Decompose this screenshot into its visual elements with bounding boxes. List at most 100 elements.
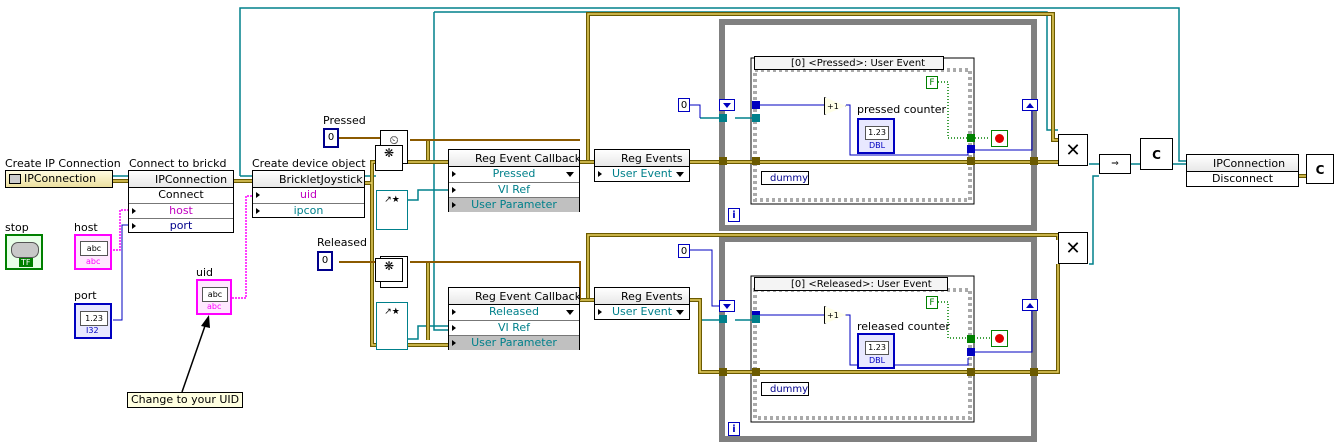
uid-string-icon: abc — [202, 287, 228, 302]
disconnect-class-label: IPConnection — [1187, 155, 1298, 172]
label-released: Released — [317, 236, 367, 249]
stop-control[interactable]: TF — [5, 234, 43, 270]
uid-annotation: Change to your UID — [127, 392, 244, 408]
false-constant-bottom[interactable]: F — [926, 296, 938, 309]
down-arrow-icon — [723, 103, 731, 108]
ipconnection-text: IPConnection — [6, 171, 112, 187]
reg-events-title: Reg Events — [595, 150, 689, 167]
connect-port-terminal: port — [129, 218, 233, 233]
shift-register-right-top[interactable] — [1022, 99, 1038, 111]
label-pressed: Pressed — [323, 114, 366, 127]
reg-event-callback-released[interactable]: Reg Event Callback Released VI Ref User … — [448, 287, 580, 350]
vi-reference-icon: ↗★ — [384, 195, 400, 205]
stop-button-icon — [11, 242, 39, 258]
reg-events-pressed[interactable]: Reg Events User Event — [594, 149, 690, 182]
reg-events-released[interactable]: Reg Events User Event — [594, 287, 690, 320]
event-case-selector-bottom[interactable]: [0] <Released>: User Event — [754, 277, 948, 291]
disconnect-node[interactable]: IPConnection Disconnect — [1186, 154, 1299, 187]
tf-type-badge: TF — [19, 258, 33, 267]
event-ref-wires — [339, 137, 581, 300]
unregister-events-top[interactable]: ✕ — [1058, 134, 1088, 166]
label-uid: uid — [196, 266, 214, 279]
event-structure-top-inner — [753, 68, 972, 202]
connect-node[interactable]: IPConnection Connect host port — [128, 170, 234, 233]
simple-error-handler-node[interactable]: C — [1306, 154, 1334, 184]
label-released-counter: released counter — [857, 320, 950, 333]
shift-register-left-bottom[interactable] — [719, 300, 735, 312]
joystick-ipcon-terminal: ipcon — [253, 203, 364, 218]
label-create-ip-connection: Create IP Connection — [5, 157, 121, 170]
reg-cb-event[interactable]: Pressed — [449, 167, 579, 182]
label-connect-to-brickd: Connect to brickd — [129, 157, 227, 170]
shift-register-right-bottom[interactable] — [1022, 299, 1038, 311]
joystick-class-label: BrickletJoystick — [253, 171, 364, 188]
reg-cb-title: Reg Event Callback — [449, 288, 579, 305]
label-create-device-object: Create device object — [252, 157, 366, 170]
generate-event-icon-released[interactable]: ❋ — [375, 258, 403, 282]
merge-errors-node[interactable]: ⇒ — [1099, 154, 1131, 174]
bricklet-joystick-node[interactable]: BrickletJoystick uid ipcon — [252, 170, 365, 218]
released-counter-type: DBL — [869, 356, 886, 365]
false-constant-top[interactable]: F — [926, 76, 938, 89]
close-reference-node[interactable]: C — [1140, 138, 1173, 170]
stop-sign-icon — [995, 134, 1004, 143]
port-numeric-icon: 1.23 — [80, 311, 108, 326]
reg-cb-title: Reg Event Callback — [449, 150, 579, 167]
up-arrow-icon — [1026, 103, 1034, 108]
event-icon: ⏲ — [389, 133, 399, 147]
joystick-uid-terminal: uid — [253, 188, 364, 203]
reg-cb-user-param: User Parameter — [449, 197, 579, 212]
connect-method: Connect — [158, 188, 204, 201]
merge-arrow-icon: ⇒ — [1111, 159, 1119, 169]
loop-index-bottom: i — [728, 422, 740, 436]
string-wires — [113, 195, 252, 299]
close-icon: ✕ — [1065, 238, 1081, 259]
down-arrow-icon — [723, 304, 731, 309]
reg-events-event[interactable]: User Event — [595, 167, 689, 182]
dummy-event-data-top[interactable]: dummy — [761, 171, 809, 185]
uid-constant[interactable]: abc abc — [196, 279, 232, 315]
pressed-control[interactable]: 0 — [323, 128, 339, 148]
create-ipconnection-node[interactable]: IPConnection — [5, 170, 113, 188]
loop-stop-terminal-bottom[interactable] — [991, 330, 1008, 347]
port-type-badge: I32 — [86, 326, 99, 335]
label-pressed-counter: pressed counter — [857, 103, 947, 116]
loop-stop-terminal-top[interactable] — [991, 130, 1008, 147]
pressed-counter-value: 1.23 — [865, 126, 889, 140]
label-stop: stop — [5, 221, 29, 234]
up-arrow-icon — [1026, 303, 1034, 308]
pressed-counter-type: DBL — [869, 141, 886, 150]
connect-host-terminal: host — [129, 203, 233, 218]
reg-cb-event[interactable]: Released — [449, 305, 579, 320]
asterisk-icon: ❋ — [383, 146, 395, 160]
host-string-icon: abc — [80, 241, 108, 256]
unregister-events-bottom[interactable]: ✕ — [1058, 232, 1088, 264]
class-icon — [9, 174, 21, 184]
vi-ref-constant-released[interactable]: ↗★ — [376, 302, 408, 350]
event-case-selector-top[interactable]: [0] <Pressed>: User Event — [754, 56, 944, 70]
label-port: port — [74, 289, 97, 302]
loop-index-top: i — [728, 208, 740, 222]
reg-event-callback-pressed[interactable]: Reg Event Callback Pressed VI Ref User P… — [448, 149, 580, 212]
annotation-arrow — [181, 315, 210, 393]
zero-constant-released[interactable]: 0 — [678, 244, 690, 258]
zero-constant-pressed[interactable]: 0 — [678, 98, 690, 112]
pressed-counter-indicator[interactable]: 1.23 DBL — [857, 118, 895, 154]
vi-ref-constant-pressed[interactable]: ↗★ — [376, 190, 408, 230]
reg-cb-vi-ref: VI Ref — [449, 320, 579, 335]
shift-register-left-top[interactable] — [719, 99, 735, 111]
while-loop-frame-bottom[interactable] — [719, 236, 1037, 442]
released-counter-value: 1.23 — [865, 341, 889, 355]
dummy-event-data-bottom[interactable]: dummy — [761, 382, 809, 396]
released-control[interactable]: 0 — [317, 251, 333, 271]
generate-event-icon-pressed[interactable]: ❋ — [375, 145, 403, 171]
host-control[interactable]: abc abc — [74, 234, 112, 270]
error-wires — [113, 12, 1306, 374]
reg-events-event[interactable]: User Event — [595, 305, 689, 320]
released-counter-indicator[interactable]: 1.23 DBL — [857, 333, 895, 369]
port-control[interactable]: 1.23 I32 — [74, 303, 112, 339]
connect-class-label: IPConnection — [129, 171, 233, 188]
boolean-wires — [938, 81, 990, 339]
while-loop-frame-top[interactable] — [719, 19, 1037, 231]
